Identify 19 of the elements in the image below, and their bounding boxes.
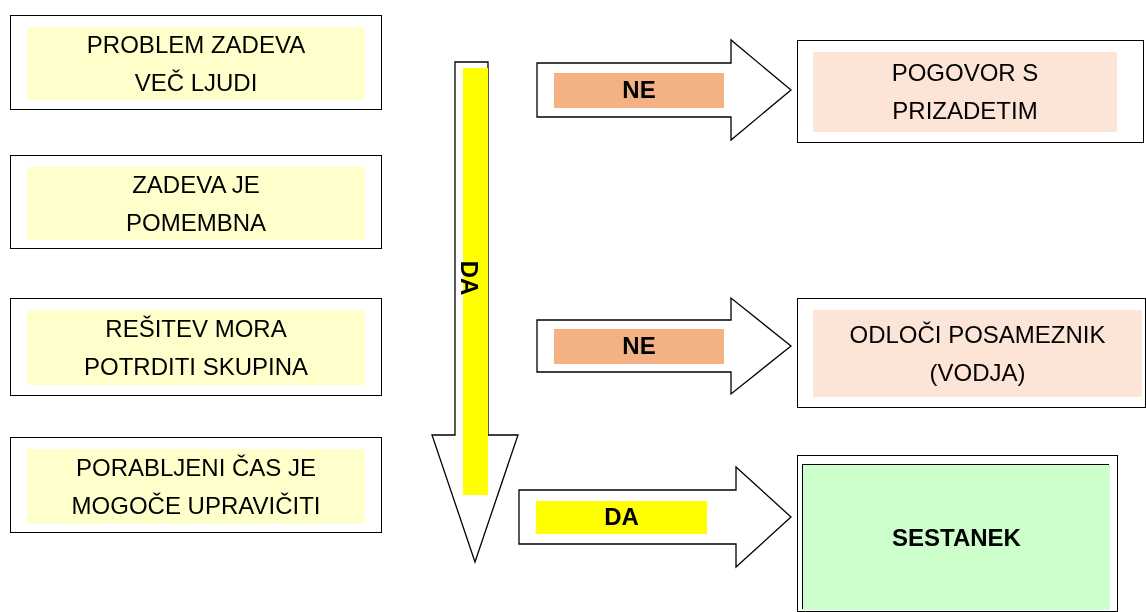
outlined-box: [797, 455, 1118, 612]
edge-label: DA: [536, 500, 707, 534]
outlined-box: [797, 298, 1146, 408]
outlined-box: [10, 437, 382, 533]
box-text: POGOVOR S PRIZADETIM: [890, 58, 1040, 126]
box-text: ZADEVA JE POMEMBNA: [125, 169, 267, 238]
outlined-box: [797, 40, 1144, 143]
vertical-label: DA: [456, 260, 483, 296]
outlined-box: [10, 15, 382, 110]
box-text: SESTANEK: [892, 522, 1021, 553]
box-text: PROBLEM ZADEVA VEČ LJUDI: [85, 29, 307, 98]
edge-label: NE: [554, 328, 724, 364]
outlined-box: [10, 155, 382, 249]
box-text: REŠITEV MORA POTRDITI SKUPINA: [83, 313, 309, 382]
box-text: ODLOČI POSAMEZNIK (VODJA): [848, 319, 1107, 388]
down-block-arrow: [430, 60, 522, 564]
edge-label: NE: [554, 72, 724, 108]
outlined-box: [10, 298, 382, 396]
box-text: PORABLJENI ČAS JE MOGOČE UPRAVIČITI: [70, 452, 322, 521]
